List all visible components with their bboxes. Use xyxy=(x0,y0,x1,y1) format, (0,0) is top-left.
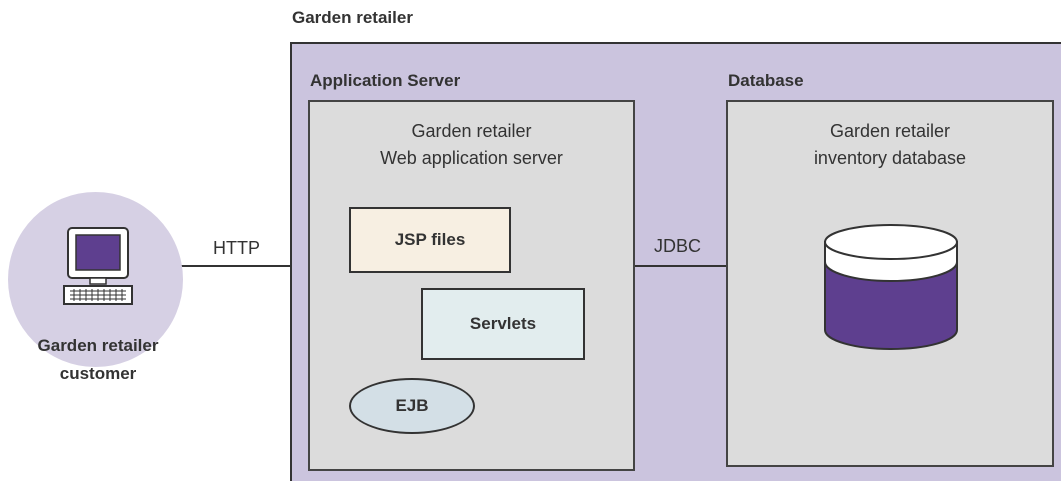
app-server-desc-line1: Garden retailer xyxy=(411,121,532,141)
customer-label-line2: customer xyxy=(59,364,137,383)
database-desc-line1: Garden retailer xyxy=(829,121,951,141)
http-label: HTTP xyxy=(213,238,260,258)
jdbc-connection-line xyxy=(635,265,726,267)
http-connection-line xyxy=(157,265,290,267)
garden-retailer-title: Garden retailer xyxy=(292,8,413,27)
jsp-files-box: JSP files xyxy=(349,207,511,273)
servlets-box: Servlets xyxy=(421,288,585,360)
jdbc-label: JDBC xyxy=(654,236,702,256)
database-cylinder-icon xyxy=(824,224,958,350)
database-desc-line2: inventory database xyxy=(813,148,967,168)
customer-label: Garden retailer customer xyxy=(0,332,196,388)
database-title: Database xyxy=(728,71,804,90)
servlets-label: Servlets xyxy=(469,314,537,333)
app-server-desc-line2: Web application server xyxy=(380,148,563,168)
customer-label-line1: Garden retailer xyxy=(37,336,159,355)
jsp-files-label: JSP files xyxy=(394,230,466,249)
computer-icon xyxy=(63,227,133,305)
ejb-label: EJB xyxy=(395,396,429,415)
app-server-title: Application Server xyxy=(310,71,461,90)
ejb-ellipse: EJB xyxy=(349,378,475,434)
